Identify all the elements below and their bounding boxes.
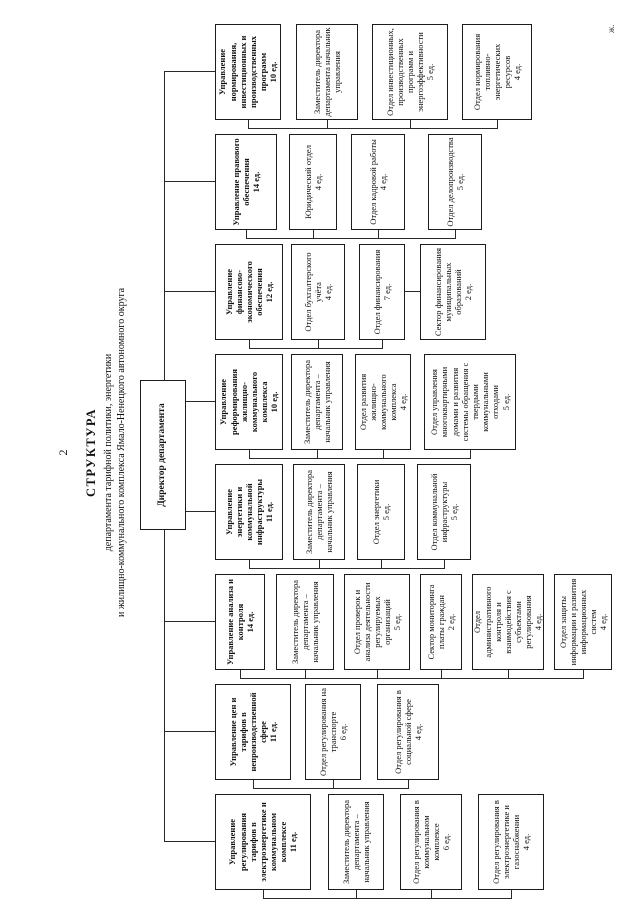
connector-line xyxy=(377,670,378,679)
connector-line xyxy=(249,340,250,349)
connector-line xyxy=(381,560,382,569)
dept-box: Отдел финансирования 7 ед. xyxy=(359,244,405,340)
connector-line xyxy=(249,560,250,569)
connector-line xyxy=(444,560,445,569)
unit-box: Управление энергетики и коммунальной инф… xyxy=(215,464,283,560)
connector-line xyxy=(431,890,432,899)
connector-line xyxy=(382,340,383,349)
connector-line xyxy=(249,458,470,459)
connector-line xyxy=(248,120,249,129)
dept-box: Отдел управления многоквартирными домами… xyxy=(424,354,516,450)
page-subtitle-1: департамента тарифной политики, энергети… xyxy=(103,353,114,552)
connector-line xyxy=(164,621,215,622)
connector-line xyxy=(164,71,215,72)
unit-box: Управление реформирования жилищно-коммун… xyxy=(215,354,283,450)
unit-box: Управление правового обеспечения 14 ед. xyxy=(215,134,277,230)
connector-line xyxy=(240,670,241,679)
dept-box: Отдел регулирования в электроэнергетике … xyxy=(478,794,544,890)
dept-box: Отдел развития жилищно-коммунального ком… xyxy=(355,354,411,450)
dept-box: Отдел регулирования в социальной сфере 4… xyxy=(377,684,439,780)
connector-line xyxy=(246,238,455,239)
connector-line xyxy=(318,340,319,349)
unit-box: Управление нормирования, инвестиционных … xyxy=(215,24,281,120)
connector-line xyxy=(317,450,318,459)
dept-box: Заместитель директора департамента – нач… xyxy=(276,574,334,670)
connector-line xyxy=(356,890,357,899)
unit-box: Управление анализа и контроля 14 ед. xyxy=(215,574,265,670)
connector-line xyxy=(263,898,511,899)
connector-line xyxy=(441,670,442,679)
dept-box: Сектор финансирования муниципальных обра… xyxy=(420,244,486,340)
connector-line xyxy=(249,568,444,569)
dept-box: Отдел коммунальной инфраструктуры 5 ед. xyxy=(417,464,471,560)
connector-line xyxy=(305,670,306,679)
dept-box: Отдел инвестиционных, производственных п… xyxy=(372,24,448,120)
connector-line xyxy=(249,348,382,349)
connector-line xyxy=(164,841,215,842)
connector-line xyxy=(253,780,254,789)
dept-box: Отдел регулирования в коммунальном компл… xyxy=(400,794,462,890)
connector-line xyxy=(333,780,334,789)
connector-line xyxy=(583,670,584,679)
director-box: Директор департамента xyxy=(140,380,186,530)
page-subtitle-2: и жилищно-коммунального комплекса Ямало-… xyxy=(116,287,127,618)
connector-line xyxy=(248,128,497,129)
connector-line xyxy=(164,181,215,182)
dept-box: Отдел административного контроля и взаим… xyxy=(472,574,544,670)
dept-box: Отдел кадровой работы 4 ед. xyxy=(351,134,405,230)
connector-line xyxy=(246,230,247,239)
connector-line xyxy=(313,230,314,239)
dept-box: Отдел защиты информации и развития инфор… xyxy=(554,574,612,670)
connector-line xyxy=(164,291,215,292)
corner-mark: ж. xyxy=(606,24,616,33)
connector-line xyxy=(249,450,250,459)
dept-box: Отдел нормирования топливно-энергетическ… xyxy=(462,24,532,120)
connector-line xyxy=(253,788,408,789)
connector-line xyxy=(511,890,512,899)
connector-line xyxy=(470,450,471,459)
dept-box: Отдел делопроизводства 5 ед. xyxy=(428,134,482,230)
dept-box: Заместитель директора департамента – нач… xyxy=(328,794,384,890)
connector-line xyxy=(378,230,379,239)
unit-box: Управление цен и тарифов в непроизводств… xyxy=(215,684,291,780)
dept-box: Отдел энергетики 5 ед. xyxy=(357,464,405,560)
page-title: СТРУКТУРА xyxy=(84,408,98,498)
dept-box: Отдел регулирования на транспорте 6 ед. xyxy=(305,684,361,780)
connector-line xyxy=(508,670,509,679)
unit-box: Управление финансово-экономического обес… xyxy=(215,244,283,340)
connector-line xyxy=(319,560,320,569)
dept-box: Юридический отдел 4 ед. xyxy=(289,134,337,230)
connector-line xyxy=(164,731,215,732)
dept-box: Отдел проверок и анализа деятельности ре… xyxy=(344,574,410,670)
connector-line xyxy=(408,780,409,789)
connector-line xyxy=(497,120,498,129)
dept-box: Сектор мониторинга платы граждан 2 ед. xyxy=(420,574,462,670)
dept-box: Заместитель директора департамента начал… xyxy=(296,24,358,120)
connector-line xyxy=(327,120,328,129)
page-number: 2 xyxy=(56,449,70,456)
connector-line xyxy=(240,678,583,679)
connector-line xyxy=(410,120,411,129)
dept-box: Заместитель директора департамента – нач… xyxy=(291,354,343,450)
connector-line xyxy=(405,291,420,292)
connector-line xyxy=(263,890,264,899)
connector-line xyxy=(383,450,384,459)
unit-box: Управление регулирования тарифов в элект… xyxy=(215,794,311,890)
dept-box: Заместитель директора департамента – нач… xyxy=(293,464,345,560)
connector-line xyxy=(455,230,456,239)
dept-box: Отдел бухгалтерского учёта 4 ед. xyxy=(291,244,345,340)
